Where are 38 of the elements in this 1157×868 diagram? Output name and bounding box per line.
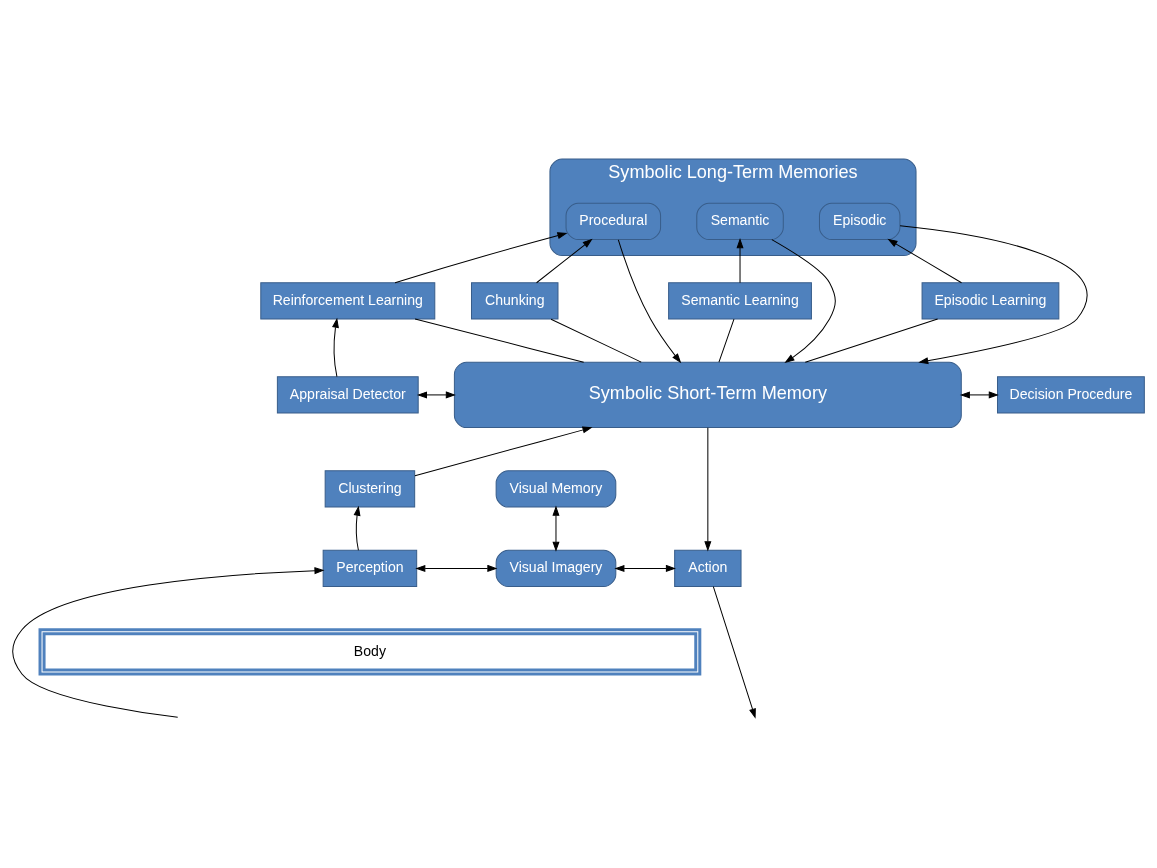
- arrow: [617, 238, 682, 363]
- node-box: Visual Memory: [495, 469, 617, 508]
- arrow: [331, 317, 339, 377]
- node-box: Symbolic Short-Term Memory: [453, 361, 962, 428]
- node-box: Clustering: [324, 469, 416, 508]
- arrow: [712, 585, 756, 719]
- arrow: [552, 505, 560, 552]
- connector: [414, 318, 585, 363]
- node-box: Semantic Learning: [668, 281, 812, 319]
- arrow: [614, 564, 676, 572]
- node-box: Semantic: [696, 202, 784, 240]
- node-box: Action: [674, 549, 742, 587]
- node-box: Visual Imagery: [495, 549, 617, 587]
- node-box: Chunking: [471, 281, 559, 319]
- arrow: [416, 390, 456, 398]
- connector: [550, 318, 642, 363]
- node-box: Episodic Learning: [921, 281, 1060, 319]
- node-box: Reinforcement Learning: [260, 281, 436, 319]
- node-box: Episodic: [818, 202, 901, 240]
- node-box: Body: [38, 627, 702, 675]
- arrow: [736, 237, 744, 283]
- arrow: [771, 238, 836, 363]
- arrow: [394, 231, 568, 283]
- node-box: Decision Procedure: [997, 375, 1145, 414]
- arrow: [12, 566, 325, 718]
- arrow: [959, 390, 999, 398]
- node-box: Procedural: [565, 202, 662, 240]
- node-box: Appraisal Detector: [276, 375, 419, 414]
- arrow: [415, 564, 498, 572]
- arrow: [899, 224, 1088, 364]
- connector: [718, 318, 735, 363]
- node-box: Perception: [322, 549, 418, 587]
- arrow: [536, 238, 593, 283]
- arrow: [704, 426, 712, 551]
- arrow: [887, 238, 963, 283]
- arrow: [353, 505, 361, 551]
- connector: [804, 318, 939, 363]
- arrow: [414, 426, 593, 476]
